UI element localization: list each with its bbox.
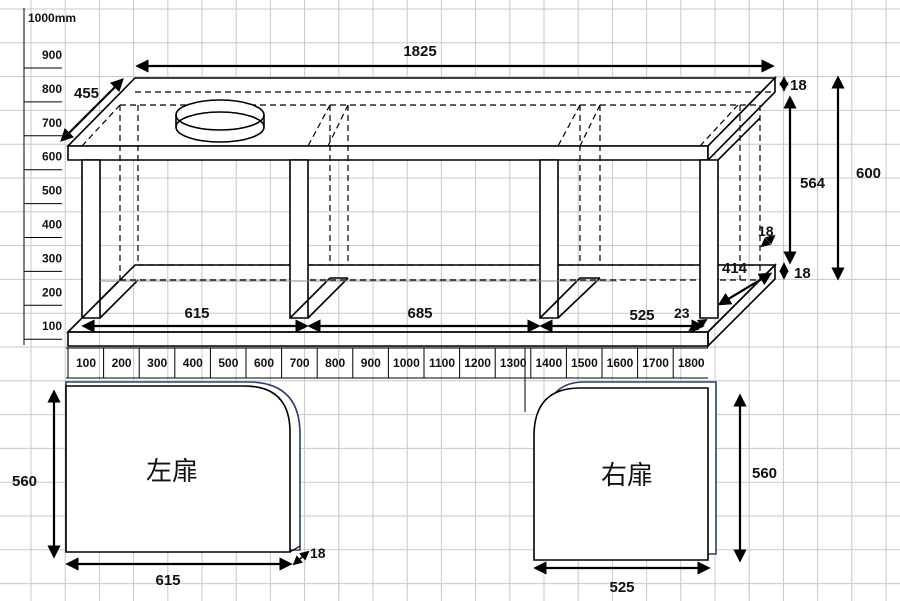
offset-label: 23 <box>674 305 690 321</box>
bottom-tick-label: 800 <box>325 356 345 370</box>
bottom-tick-label: 1400 <box>535 356 562 370</box>
bottom-tick-label: 1200 <box>464 356 491 370</box>
left-tick-label: 100 <box>42 319 62 333</box>
left-tick-label: 400 <box>42 218 62 232</box>
left-door-label: 左扉 <box>146 457 198 487</box>
bay-center-label: 685 <box>407 305 432 322</box>
bay-right-label: 525 <box>629 307 654 324</box>
left-door-thickness-label: 18 <box>310 545 326 561</box>
cabinet-drawing <box>66 76 777 348</box>
left-door-height-label: 560 <box>12 473 37 490</box>
right-door-label: 右扉 <box>601 461 653 491</box>
left-scale: 1000mm 900 800 700 600 500 400 300 200 100 <box>23 8 76 345</box>
left-tick-label: 300 <box>42 251 62 265</box>
bottom-tick-label: 100 <box>76 356 96 370</box>
left-tick-label: 600 <box>42 150 62 164</box>
top-thickness-label: 18 <box>790 77 807 94</box>
left-tick-label: 900 <box>42 48 62 62</box>
cabinet-dimension-labels: 1825 455 600 564 18 18 18 414 23 615 685… <box>74 43 881 324</box>
bottom-tick-label: 1800 <box>678 356 705 370</box>
bottom-thickness-label: 18 <box>794 265 811 282</box>
bottom-scale: 100 200 300 400 500 600 700 800 900 1000 1100 1200 1… <box>66 347 708 412</box>
right-door-width-label: 525 <box>609 579 634 596</box>
inner-depth-label: 414 <box>722 260 748 277</box>
bottom-tick-label: 400 <box>183 356 203 370</box>
bottom-tick-label: 300 <box>147 356 167 370</box>
bottom-tick-label: 900 <box>361 356 381 370</box>
bottom-tick-label: 1000 <box>393 356 420 370</box>
left-door: 左扉 <box>65 381 301 553</box>
bay-left-label: 615 <box>184 305 209 322</box>
bottom-tick-label: 1100 <box>429 356 455 370</box>
bottom-tick-label: 1600 <box>607 356 634 370</box>
side-thickness-label: 18 <box>758 223 774 239</box>
right-door: 右扉 <box>533 381 717 561</box>
height-label: 600 <box>856 165 881 182</box>
bottom-tick-label: 600 <box>254 356 274 370</box>
scale-top-label: 1000mm <box>28 11 76 25</box>
left-tick-label: 700 <box>42 116 62 130</box>
bottom-tick-label: 700 <box>290 356 310 370</box>
right-door-dimensions <box>533 393 747 575</box>
bottom-tick-label: 500 <box>218 356 238 370</box>
left-tick-label: 200 <box>42 285 62 299</box>
width-label: 1825 <box>403 43 436 60</box>
bottom-tick-label: 1300 <box>500 356 527 370</box>
bottom-tick-label: 1500 <box>571 356 598 370</box>
bottom-tick-label: 200 <box>112 356 132 370</box>
cabinet-dimensions <box>60 59 845 333</box>
bottom-tick-label: 1700 <box>642 356 669 370</box>
left-tick-label: 800 <box>42 82 62 96</box>
left-door-dimensions <box>47 389 310 571</box>
left-tick-label: 500 <box>42 184 62 198</box>
right-door-height-label: 560 <box>752 465 777 482</box>
depth-label: 455 <box>74 85 99 102</box>
inner-height-label: 564 <box>800 175 826 192</box>
left-door-width-label: 615 <box>155 572 180 589</box>
